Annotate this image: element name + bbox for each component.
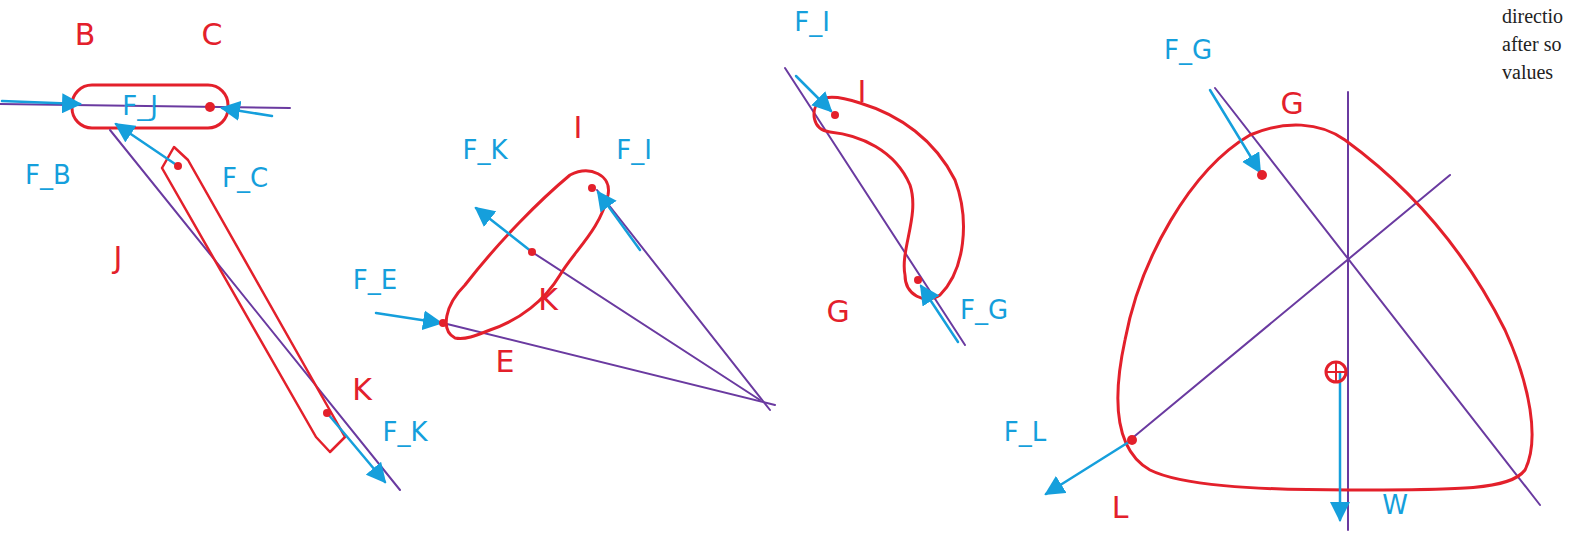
point-label: I bbox=[858, 77, 867, 107]
note-text: directio bbox=[1502, 6, 1563, 26]
point-label: C bbox=[202, 20, 223, 50]
force-label: F_I bbox=[616, 137, 652, 163]
point-label: E bbox=[496, 347, 515, 377]
point-label: K bbox=[538, 285, 558, 315]
point-label: J bbox=[114, 243, 123, 273]
force-label: F_L bbox=[1004, 419, 1046, 445]
point-label: K bbox=[352, 375, 372, 405]
force-label: F_G bbox=[960, 297, 1008, 323]
note-text: values bbox=[1502, 62, 1553, 82]
note-text: after so bbox=[1502, 34, 1561, 54]
force-label: F_C bbox=[222, 165, 268, 191]
point-label: I bbox=[574, 113, 583, 143]
force-label: W bbox=[1382, 492, 1408, 518]
point-label: G bbox=[1280, 89, 1303, 119]
force-label: F_B bbox=[25, 162, 71, 188]
force-label: F_K bbox=[382, 419, 427, 445]
force-label: F_J bbox=[122, 93, 158, 119]
point-label: B bbox=[75, 20, 96, 50]
force-label: F_G bbox=[1164, 37, 1212, 63]
point-label: L bbox=[1112, 493, 1129, 523]
force-label: F_E bbox=[353, 267, 397, 293]
point-label: G bbox=[826, 297, 849, 327]
force-label: F_K bbox=[462, 137, 507, 163]
force-label: F_I bbox=[794, 9, 830, 35]
